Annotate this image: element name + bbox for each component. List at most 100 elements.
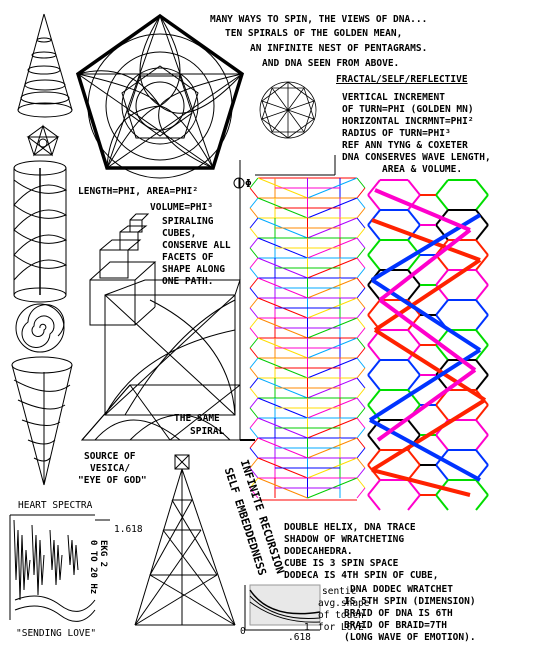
column-edge [356, 217, 366, 229]
column-edge [356, 197, 366, 209]
bottom-line: DODECAHEDRA. [284, 546, 353, 557]
column-edge [249, 287, 259, 299]
column-edge [249, 347, 259, 359]
braid-edge [367, 254, 381, 271]
column-edge [249, 367, 259, 379]
column-edge [356, 417, 366, 429]
fractal-lines: VERTICAL INCREMENT OF TURN=PHI (GOLDEN M… [342, 92, 491, 176]
volume-label: VOLUME=PHI³ [150, 202, 213, 213]
braid-edge [475, 209, 489, 226]
column-edge [249, 387, 259, 399]
braid-edge [435, 179, 449, 196]
braid-edge [367, 434, 381, 451]
braid-edge [367, 224, 381, 241]
braid-edge [407, 479, 421, 496]
column-edge [249, 487, 259, 499]
braid-edge [435, 464, 449, 481]
braid-strand [378, 298, 477, 372]
braid-edge [367, 389, 381, 406]
column-edge [249, 427, 259, 439]
bottom-right-line: BRAID OF BRAID=7TH [344, 620, 447, 631]
header-line-2: TEN SPIRALS OF THE GOLDEN MEAN, [225, 28, 403, 39]
braid-edge [435, 344, 449, 361]
column-edge [249, 467, 259, 479]
column-edge [356, 187, 366, 199]
column-edge [356, 297, 366, 309]
column-edge [249, 267, 259, 279]
bottom-right-line: (LONG WAVE OF EMOTION). [344, 632, 476, 643]
braid-edge [407, 494, 421, 511]
braid-edge [367, 494, 381, 511]
column-edge [356, 317, 366, 329]
header-line-3: AN INFINITE NEST OF PENTAGRAMS. [250, 43, 428, 54]
braid-edge [407, 464, 421, 481]
column-edge [356, 337, 366, 349]
dna-braid [367, 179, 489, 511]
column-edge [356, 277, 366, 289]
small-pentagram [26, 124, 60, 157]
braid-edge [475, 314, 489, 331]
column-edge [356, 207, 366, 219]
header-line-4: AND DNA SEEN FROM ABOVE. [262, 58, 400, 69]
column-edge [249, 407, 259, 419]
column-edge [356, 237, 366, 249]
braid-edge [435, 299, 449, 316]
braid-edge [367, 194, 381, 211]
braid-edge [367, 359, 381, 376]
column-edge [356, 487, 366, 499]
braid-edge [475, 404, 489, 421]
heart-spectra-plot [9, 514, 110, 622]
braid-edge [407, 374, 421, 391]
column-edge [249, 257, 259, 269]
bottom-line: SHADOW OF WRATCHETING [284, 534, 405, 545]
braid-edge [435, 404, 449, 421]
braid-edge [435, 194, 449, 211]
braid-edge [475, 449, 489, 466]
braid-strand [373, 258, 482, 332]
bottom-right-caption: DNA DODEC WRATCHET IS 5TH SPIN (DIMENSIO… [344, 584, 482, 644]
bottom-right-line: IS 5TH SPIN (DIMENSION) [344, 596, 476, 607]
sentic-line-1: sentic [322, 586, 357, 597]
column-edge [249, 297, 259, 309]
sending-love-label: "SENDING LOVE" [16, 628, 97, 639]
cubes-line: ONE PATH. [162, 276, 214, 287]
phi-spiral-arm [233, 177, 245, 189]
bottom-line: DOUBLE HELIX, DNA TRACE [284, 522, 416, 533]
column-edge [356, 347, 366, 359]
length-area-label: LENGTH=PHI, AREA=PHI² [78, 186, 199, 197]
braid-edge [407, 254, 421, 271]
braid-edge [475, 329, 489, 346]
braid-edge [475, 194, 489, 211]
helix-cylinder [13, 160, 68, 303]
braid-edge [475, 434, 489, 451]
column-edge [249, 417, 259, 429]
column-edge [249, 357, 259, 369]
ratio-1618-label: 1.618 [114, 524, 143, 535]
braid-strand [374, 188, 471, 232]
cubes-line: SPIRALING [162, 216, 214, 227]
column-edge [249, 207, 259, 219]
braid-edge [407, 209, 421, 226]
braid-edge [475, 239, 489, 256]
cubes-line: CONSERVE ALL [162, 240, 231, 251]
column-edge [356, 287, 366, 299]
braid-edge [475, 359, 489, 376]
column-edge [249, 177, 259, 189]
ekg-label: EKG 2 [98, 540, 108, 568]
braid-edge [475, 254, 489, 271]
column-edge [249, 227, 259, 239]
vesica-line-3: "EYE OF GOD" [78, 475, 147, 486]
braid-strand [371, 468, 471, 497]
hz-label: 0 TO 20 Hz [88, 540, 98, 595]
fractal-line: REF ANN TYNG & COXETER [342, 140, 468, 151]
small-dodeca-net [259, 81, 317, 139]
braid-edge [407, 419, 421, 436]
column-edge [249, 197, 259, 209]
column-edge [356, 307, 366, 319]
sentic-one-label: 1 [304, 622, 310, 633]
bottom-right-line: BRAID OF DNA IS 6TH [344, 608, 453, 619]
pyramid-tower [134, 454, 236, 626]
rainbow-dna-column [249, 177, 366, 501]
braid-edge [367, 239, 381, 256]
